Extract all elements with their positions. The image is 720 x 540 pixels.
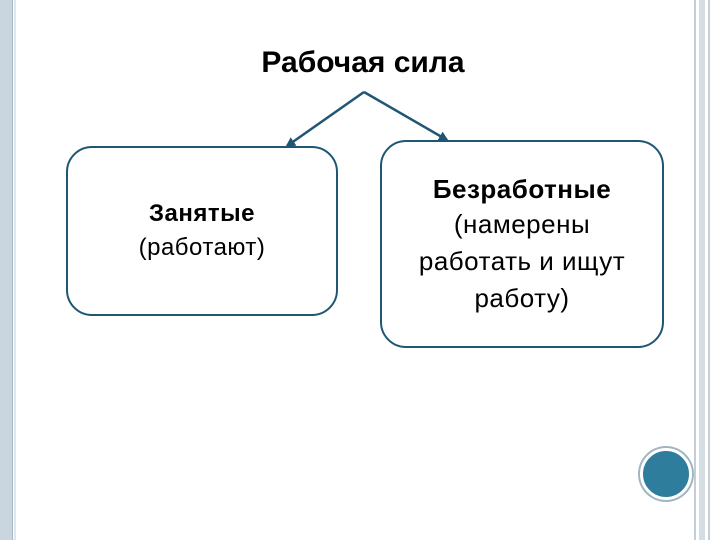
employed-text: Занятые (работают) xyxy=(139,197,266,265)
unemployed-heading: Безработные xyxy=(432,173,612,204)
arrow-to-unemployed xyxy=(363,90,449,142)
employed-description: (работают) xyxy=(138,234,266,261)
slide-frame-right xyxy=(694,0,720,540)
diagram-title: Рабочая сила xyxy=(261,46,465,79)
decorative-circle xyxy=(640,448,692,500)
frame-line xyxy=(694,0,696,540)
unemployed-description-line: работать и ищут xyxy=(418,245,626,276)
unemployed-description-line: (намерены xyxy=(453,208,591,239)
unemployed-text: Безработные (намерены работать и ищут ра… xyxy=(419,172,625,317)
frame-line xyxy=(708,0,710,540)
unemployed-description-line: работу) xyxy=(474,282,570,313)
arrow-to-employed xyxy=(285,90,365,148)
unemployed-box: Безработные (намерены работать и ищут ра… xyxy=(380,140,664,348)
frame-line xyxy=(699,0,705,540)
slide-frame-left xyxy=(0,0,13,540)
employed-box: Занятые (работают) xyxy=(66,146,338,316)
employed-heading: Занятые xyxy=(149,200,255,227)
slide-frame-left-inner xyxy=(14,0,16,540)
